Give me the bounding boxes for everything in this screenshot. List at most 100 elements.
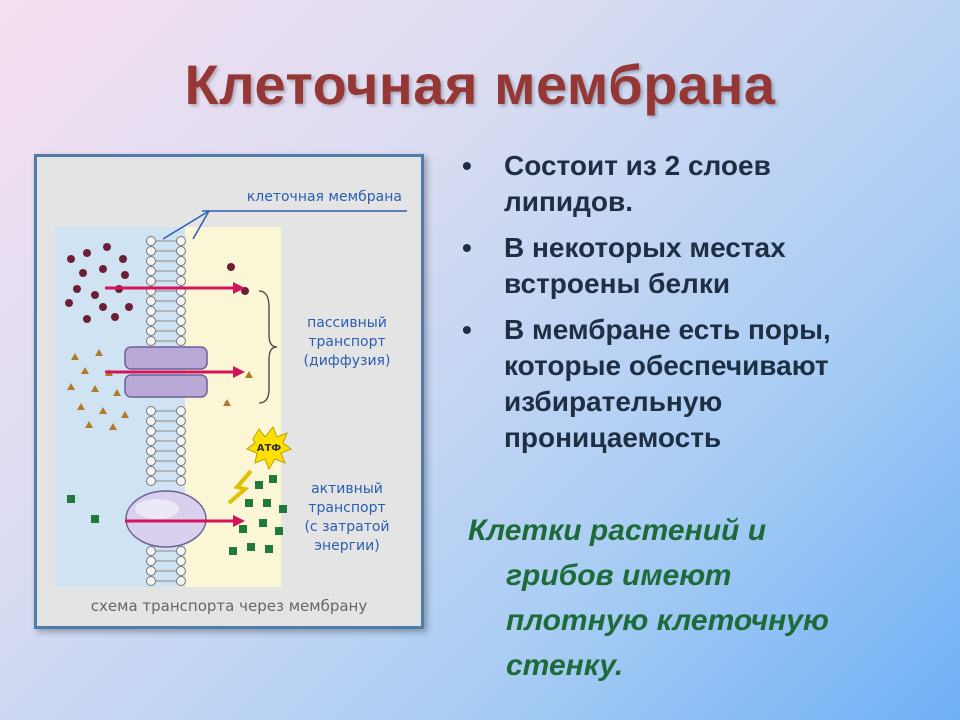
lipid-head	[176, 416, 186, 426]
particles	[65, 243, 287, 555]
particle-triangle	[113, 389, 121, 396]
bullet-item: • Состоит из 2 слоев липидов.	[462, 148, 942, 220]
particle-square	[279, 505, 287, 513]
particle-triangle	[77, 403, 85, 410]
lipid-head	[146, 266, 156, 276]
particle-triangle	[121, 411, 129, 418]
note-line-4: стенку.	[506, 649, 624, 682]
particle-triangle	[67, 383, 75, 390]
particle-square	[269, 475, 277, 483]
bullet-3-line-1: В мембране есть поры,	[504, 314, 831, 345]
bullet-2-line-1: В некоторых местах	[504, 232, 786, 263]
lipid-head	[146, 276, 156, 286]
lipid-head	[146, 416, 156, 426]
lipid-bilayer	[146, 236, 186, 586]
bullet-marker: •	[462, 314, 472, 345]
lipid-head	[146, 406, 156, 416]
lipid-head	[146, 336, 156, 346]
membrane-transport-figure: клеточная мембрана пассивный транспорт (…	[34, 154, 424, 629]
lipid-head	[146, 456, 156, 466]
lipid-head	[176, 326, 186, 336]
slide-title: Клеточная мембрана	[184, 53, 776, 116]
lipid-head	[146, 556, 156, 566]
particle-dot	[103, 243, 111, 251]
particle-dot	[79, 269, 87, 277]
particle-dot	[119, 255, 127, 263]
bullet-3-line-2: которые обеспечивают	[504, 350, 829, 381]
particle-square	[239, 525, 247, 533]
lipid-head	[176, 456, 186, 466]
passive-arrowhead-2	[233, 366, 245, 378]
lipid-head	[176, 316, 186, 326]
bullet-item: • В некоторых местах встроены белки	[462, 230, 942, 302]
lipid-head	[176, 246, 186, 256]
bullet-2-line-2: встроены белки	[504, 268, 731, 299]
particle-square	[247, 543, 255, 551]
particle-triangle	[71, 353, 79, 360]
lipid-head	[176, 256, 186, 266]
passive-label-1: пассивный	[307, 315, 387, 331]
particle-square	[265, 545, 273, 553]
lipid-head	[176, 566, 186, 576]
carrier-protein-highlight	[135, 499, 179, 519]
particle-dot	[83, 249, 91, 257]
bullet-marker: •	[462, 232, 472, 263]
lipid-head	[176, 276, 186, 286]
membrane-pointer-right	[192, 210, 210, 240]
lipid-head	[176, 466, 186, 476]
plant-cell-note: Клетки растений и грибов имеют плотную к…	[468, 508, 928, 688]
lipid-head	[146, 546, 156, 556]
lipid-head	[176, 576, 186, 586]
lipid-head	[176, 236, 186, 246]
particle-triangle	[223, 399, 231, 406]
particle-square	[229, 547, 237, 555]
lipid-head	[176, 546, 186, 556]
particle-triangle	[85, 421, 93, 428]
particle-triangle	[245, 371, 253, 378]
lipid-head	[176, 266, 186, 276]
particle-square	[91, 515, 99, 523]
lipid-head	[146, 576, 156, 586]
carrier-protein	[125, 490, 207, 548]
particle-square	[255, 481, 263, 489]
lipid-head	[146, 466, 156, 476]
atp-burst-icon: АТФ	[245, 426, 293, 471]
lipid-head	[176, 406, 186, 416]
note-line-2: грибов имеют	[506, 559, 732, 592]
particle-dot	[91, 291, 99, 299]
lipid-head	[146, 326, 156, 336]
particle-dot	[111, 313, 119, 321]
active-arrowhead	[233, 515, 245, 527]
lipid-head	[176, 306, 186, 316]
note-line-3: плотную клеточную	[506, 604, 829, 637]
bullet-item: • В мембране есть поры, которые обеспечи…	[462, 312, 942, 456]
figure-caption: схема транспорта через мембрану	[91, 597, 368, 615]
atp-label: АТФ	[257, 443, 282, 454]
bullet-1-line-1: Состоит из 2 слоев	[504, 150, 771, 181]
lipid-head	[146, 566, 156, 576]
bullet-marker: •	[462, 150, 472, 181]
membrane-label: клеточная мембрана	[247, 189, 402, 205]
particle-dot	[99, 265, 107, 273]
particle-square	[67, 495, 75, 503]
particle-triangle	[91, 385, 99, 392]
lipid-head	[146, 476, 156, 486]
note-line-1: Клетки растений и	[468, 514, 767, 547]
particle-triangle	[109, 423, 117, 430]
particle-dot	[125, 303, 133, 311]
particle-dot	[65, 299, 73, 307]
transport-arrows	[105, 282, 245, 527]
lipid-head	[176, 436, 186, 446]
bullet-list: • Состоит из 2 слоев липидов. • В некото…	[462, 148, 942, 466]
lipid-head	[146, 446, 156, 456]
particle-square	[263, 499, 271, 507]
lipid-head	[146, 296, 156, 306]
particle-dot	[227, 263, 235, 271]
passive-label-3: (диффузия)	[304, 353, 391, 369]
lipid-head	[176, 476, 186, 486]
lipid-head	[146, 436, 156, 446]
lipid-head	[146, 306, 156, 316]
active-label-3: (с затратой	[304, 519, 389, 535]
lipid-head	[176, 426, 186, 436]
particle-triangle	[95, 349, 103, 356]
